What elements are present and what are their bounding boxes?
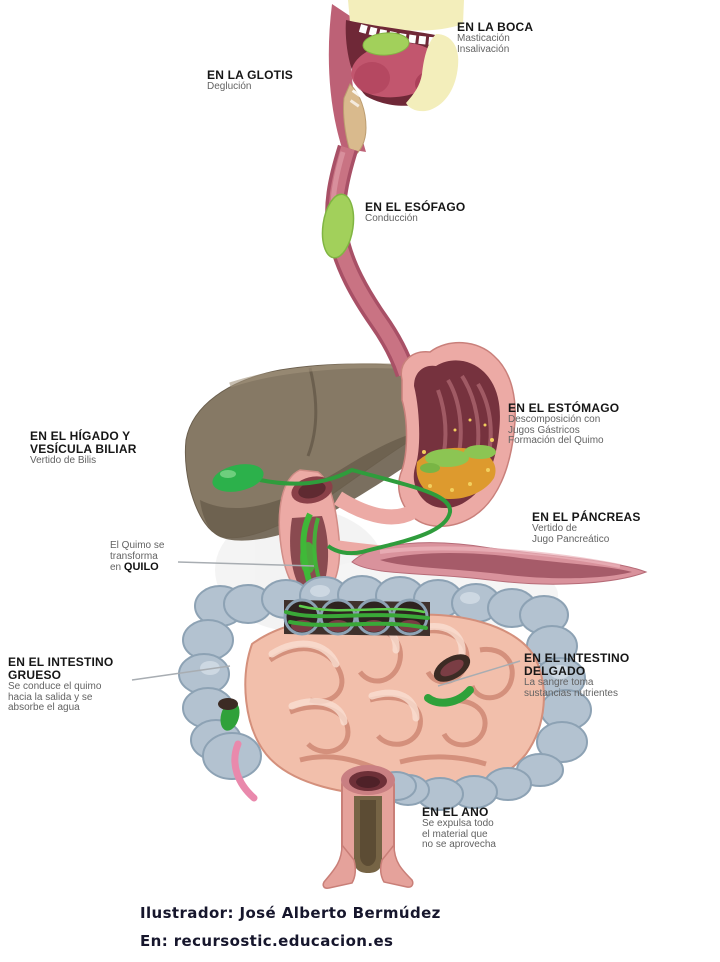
- transverse-colon-cut: [283, 598, 430, 636]
- hyoid-bone: [351, 89, 363, 99]
- label-en-la-glotis: EN LA GLOTIS Deglución: [207, 68, 293, 92]
- label-en-el-esofago: EN EL ESÓFAGO Conducción: [365, 200, 466, 224]
- chyle-segment-left: [218, 698, 240, 731]
- label-intestino-delgado: EN EL INTESTINO DELGADO La sangre toma s…: [524, 651, 630, 699]
- stomach: [397, 341, 516, 527]
- gastric-speckles: [422, 418, 494, 492]
- rectum-anus: [322, 765, 414, 889]
- label-en-el-estomago: EN EL ESTÓMAGO Descomposición con Jugos …: [508, 401, 620, 446]
- larynx: [343, 83, 367, 158]
- anus-flare-right: [379, 842, 414, 888]
- small-intestine: [244, 613, 545, 796]
- credits: Ilustrador: José Alberto Bermúdez En: re…: [140, 899, 441, 955]
- chyle-segment-right: [424, 654, 474, 707]
- tongue-base-shade: [354, 62, 390, 94]
- appendix: [231, 740, 258, 802]
- leader-line-grueso: [131, 665, 231, 681]
- chyle-strands: [284, 604, 430, 630]
- leader-lines: [131, 561, 521, 687]
- anus-flare-left: [322, 842, 357, 889]
- pylorus-tube: [333, 491, 416, 525]
- label-en-el-pancreas: EN EL PÁNCREAS Vertido de Jugo Pancreáti…: [532, 510, 641, 545]
- leader-line-delgado: [437, 660, 521, 687]
- label-en-el-higado: EN EL HÍGADO Y VESÍCULA BILIAR Vertido d…: [30, 429, 137, 466]
- stomach-contents-green: [425, 449, 469, 467]
- label-en-la-boca: EN LA BOCA Masticación Insalivación: [457, 20, 534, 55]
- food-bolus-mouth: [362, 32, 410, 56]
- bile-duct: [259, 467, 452, 556]
- label-en-el-ano: EN EL ANO Se expulsa todo el material qu…: [422, 805, 496, 850]
- chin: [406, 34, 459, 112]
- illustrator-credit: Ilustrador: José Alberto Bermúdez: [140, 904, 441, 922]
- pancreas-inner: [380, 553, 632, 579]
- gallbladder-highlight: [220, 470, 236, 478]
- pancreas: [351, 542, 648, 585]
- cartilage: [349, 99, 360, 108]
- colon-highlights: [200, 585, 570, 679]
- esophagus: [321, 144, 417, 378]
- quilo-bold: QUILO: [123, 561, 159, 573]
- gallbladder-and-bile-duct: [212, 464, 452, 556]
- pancreas-highlight: [379, 546, 621, 568]
- label-intestino-grueso: EN EL INTESTINO GRUESO Se conduce el qui…: [8, 655, 114, 713]
- leader-line-quilo: [177, 561, 315, 567]
- label-title: EN LA BOCA: [457, 20, 534, 34]
- head-cross-section: [328, 0, 464, 158]
- face-upper: [348, 0, 464, 31]
- label-quilo: El Quimo se transforma en QUILO: [110, 540, 165, 573]
- food-bolus-esophagus: [321, 193, 355, 259]
- liver-crease: [306, 367, 318, 457]
- source-credit: En: recursostic.educacion.es: [140, 932, 394, 950]
